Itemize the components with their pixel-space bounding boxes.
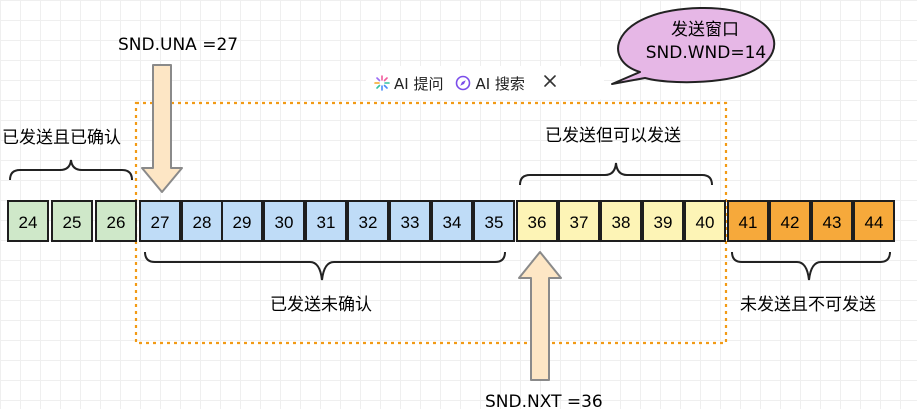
brace-sendable (519, 162, 713, 186)
seq-cell-box (473, 200, 515, 242)
snd-una-arrow (141, 64, 183, 193)
seq-cell-33: 33 (389, 200, 431, 242)
seq-cell-28: 28 (181, 200, 223, 242)
seq-cell-36: 36 (516, 200, 558, 242)
send-window-bubble (611, 6, 776, 85)
seq-cell-box (684, 200, 726, 242)
window-title-label: 发送窗口 (671, 20, 739, 40)
seq-cell-37: 37 (558, 200, 600, 242)
seq-number: 36 (528, 213, 547, 232)
ai-toolbar: AI 提问 AI 搜索 (366, 66, 604, 100)
seq-number: 35 (485, 213, 504, 232)
seq-cell-box (347, 200, 389, 242)
sent-unacked-label: 已发送未确认 (270, 295, 372, 315)
seq-number: 34 (443, 213, 462, 232)
seq-number: 30 (275, 213, 294, 232)
seq-cell-box (305, 200, 347, 242)
seq-number: 28 (193, 213, 212, 232)
close-icon (543, 74, 557, 92)
seq-cell-24: 24 (7, 200, 49, 242)
seq-cell-41: 41 (727, 200, 769, 242)
seq-cell-box (642, 200, 684, 242)
seq-cell-39: 39 (642, 200, 684, 242)
acked-label: 已发送且已确认 (2, 128, 121, 148)
ai-search-label: AI 搜索 (475, 74, 525, 93)
seq-number: 26 (107, 213, 126, 232)
seq-number: 32 (359, 213, 378, 232)
seq-cell-box (221, 200, 263, 242)
seq-number: 29 (233, 213, 252, 232)
seq-number: 37 (570, 213, 589, 232)
snd-nxt-arrow (518, 251, 562, 381)
compass-icon (455, 75, 471, 91)
seq-cell-box (769, 200, 811, 242)
seq-number: 31 (317, 213, 336, 232)
seq-number: 40 (696, 213, 715, 232)
seq-cell-40: 40 (684, 200, 726, 242)
seq-cell-box (95, 200, 137, 242)
seq-cell-31: 31 (305, 200, 347, 242)
seq-cell-29: 29 (221, 200, 263, 242)
seq-cell-38: 38 (600, 200, 642, 242)
seq-cell-box (431, 200, 473, 242)
seq-cell-43: 43 (811, 200, 853, 242)
brace-acked (9, 159, 133, 181)
close-button[interactable] (543, 74, 557, 92)
seq-cell-box (600, 200, 642, 242)
seq-number: 38 (612, 213, 631, 232)
seq-cell-34: 34 (431, 200, 473, 242)
not-sendable-label: 未发送且不可发送 (740, 295, 876, 315)
seq-cell-box (516, 200, 558, 242)
snd-nxt-label: SND.NXT =36 (485, 392, 603, 409)
seq-cell-44: 44 (853, 200, 895, 242)
seq-number: 24 (19, 213, 38, 232)
seq-cell-box (853, 200, 895, 242)
seq-number: 33 (401, 213, 420, 232)
seq-number: 25 (63, 213, 82, 232)
seq-cell-box (7, 200, 49, 242)
seq-cell-25: 25 (51, 200, 93, 242)
snd-una-label: SND.UNA =27 (118, 35, 238, 55)
seq-cell-42: 42 (769, 200, 811, 242)
sendable-label: 已发送但可以发送 (545, 126, 681, 146)
seq-number: 43 (823, 213, 842, 232)
sparkle-icon (374, 75, 390, 91)
sequence-cells: 24 25 26 27 28 29 30 31 32 33 34 35 36 37 38 39 40 41 42 43… (7, 200, 895, 242)
seq-cell-30: 30 (263, 200, 305, 242)
seq-number: 27 (151, 213, 170, 232)
window-size-label: SND.WND=14 (646, 43, 767, 63)
seq-cell-box (139, 200, 181, 242)
seq-cell-box (263, 200, 305, 242)
brace-not-sendable (731, 251, 891, 281)
ai-ask-label: AI 提问 (394, 74, 444, 93)
seq-number: 41 (739, 213, 758, 232)
seq-number: 39 (654, 213, 673, 232)
seq-cell-26: 26 (95, 200, 137, 242)
seq-cell-32: 32 (347, 200, 389, 242)
seq-cell-box (389, 200, 431, 242)
seq-number: 42 (781, 213, 800, 232)
seq-cell-box (558, 200, 600, 242)
seq-cell-27: 27 (139, 200, 181, 242)
seq-cell-35: 35 (473, 200, 515, 242)
ai-search-button[interactable]: AI 搜索 (455, 73, 525, 94)
ai-ask-button[interactable]: AI 提问 (374, 73, 443, 94)
seq-cell-box (811, 200, 853, 242)
seq-number: 44 (865, 213, 884, 232)
seq-cell-box (51, 200, 93, 242)
seq-cell-box (727, 200, 769, 242)
brace-sent-unacked (144, 251, 506, 281)
